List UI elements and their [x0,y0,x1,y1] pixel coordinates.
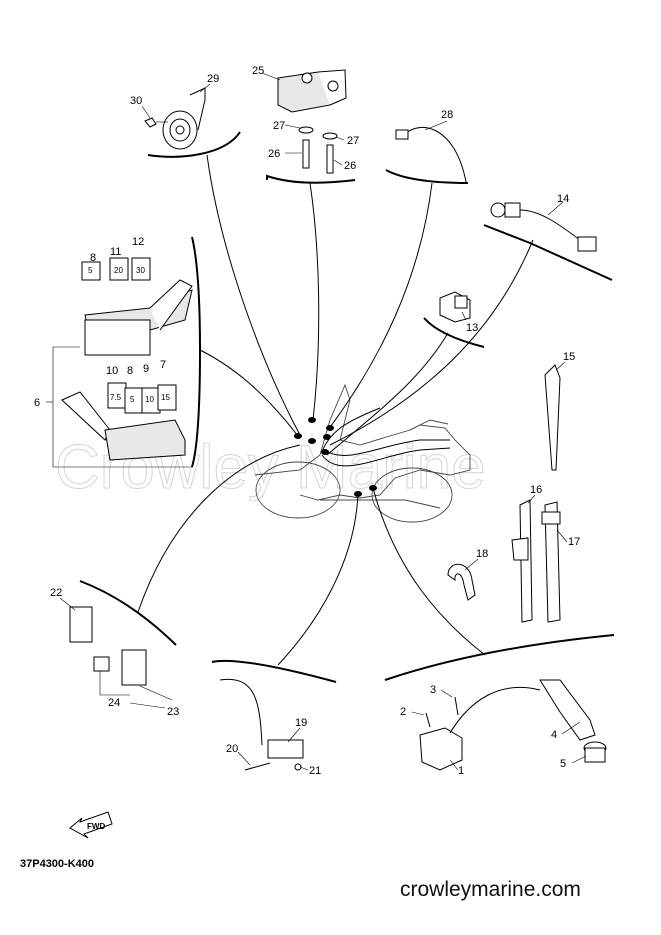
fuse-value: 10 [145,395,154,404]
fuse-value: 7.5 [110,393,122,402]
lead-wire [395,126,467,183]
callout-label: 22 [50,587,62,599]
ignition-coil [419,679,607,771]
diagram-code: 37P4300-K400 [20,858,95,870]
callout-label: 6 [34,397,40,409]
callout-label: 7 [160,359,166,371]
callout-label: 5 [560,758,566,770]
callout-label: 30 [130,95,142,107]
callout-label: 25 [252,65,264,77]
sensor [219,678,304,771]
callout-label: 11 [110,246,121,258]
callout-label: 29 [207,73,219,85]
leader-lines [137,154,534,666]
wire-harness [321,407,451,467]
callout-label: 12 [132,236,144,248]
forward-direction-arrow: FWD [69,811,113,839]
fwd-label: FWD [87,822,105,831]
fuse-value: 5 [130,395,135,404]
callout-label: 26 [344,160,356,172]
callout-label: 19 [295,717,307,729]
callout-label: 20 [226,743,238,755]
callout-label: 1 [458,765,464,777]
callout-label: 18 [476,548,488,560]
fuse-value: 15 [161,393,170,402]
callout-label: 8 [127,365,133,377]
fuse-value: 20 [114,266,123,275]
callout-label: 13 [466,322,478,334]
callout-label: 17 [568,536,580,548]
fuse-value: 5 [88,266,93,275]
group-brackets [46,131,615,683]
coupler [439,291,471,323]
callout-label: 27 [347,135,359,147]
callout-label: 10 [106,365,118,377]
sub-lead [490,202,597,252]
callout-label: 4 [551,729,557,741]
callout-label: 28 [441,109,453,121]
website-link[interactable]: crowleymarine.com [400,878,581,901]
callout-label: 3 [430,684,436,696]
callout-labels: 1 2 3 4 5 6 7 8 8 9 10 11 12 13 14 15 16… [34,65,580,777]
callout-label: 9 [143,363,149,375]
callout-label: 14 [557,193,569,205]
fuse-box [61,257,193,461]
callout-label: 23 [167,706,179,718]
horn [144,87,206,150]
callout-label: 16 [530,484,542,496]
callout-label: 24 [108,697,120,709]
callout-label: 26 [268,148,280,160]
callout-label: 15 [563,351,575,363]
cable-ties [511,364,561,623]
callout-label: 2 [400,706,406,718]
callout-leaders [59,72,587,771]
callout-label: 21 [309,765,321,777]
relay-parts [69,606,173,709]
motorcycle-outline [254,383,471,523]
callout-label: 27 [273,120,285,132]
relay-assembly [277,69,347,174]
callout-label: 8 [90,252,96,264]
fuse-value: 30 [136,266,145,275]
clamp [447,563,476,601]
